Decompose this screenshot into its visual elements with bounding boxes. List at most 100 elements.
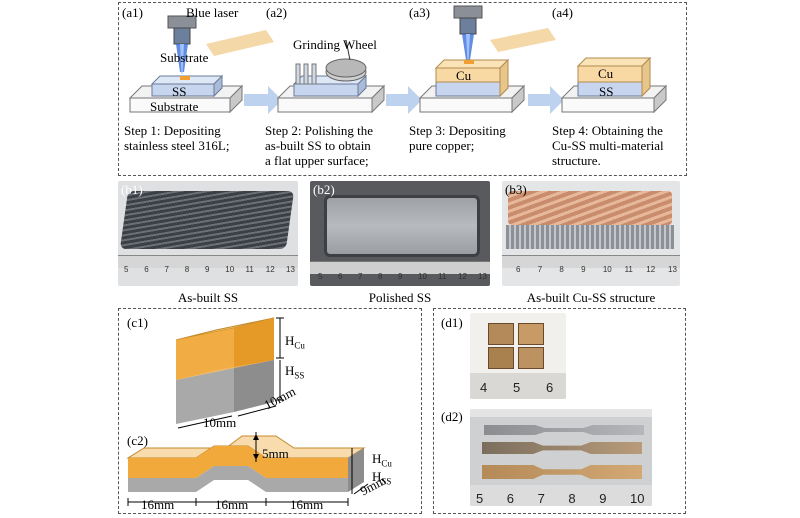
- ruler-number: 7: [358, 272, 363, 281]
- cu-label-4: Cu: [598, 66, 614, 81]
- label-a1: (a1): [122, 5, 143, 20]
- ruler-number: 9: [205, 265, 210, 274]
- h-cu-label-c1: HCu: [285, 333, 305, 351]
- ruler-number: 8: [568, 491, 576, 506]
- ruler-number: 12: [646, 265, 656, 274]
- cube-sample-1: [488, 323, 514, 345]
- ruler-d2-top: [470, 409, 652, 417]
- ruler-number: 5: [318, 272, 323, 281]
- label-b3: (b3): [505, 182, 527, 197]
- cube-diagram-c1: [126, 317, 369, 506]
- label-d2: (d2): [441, 409, 463, 424]
- dim-16mm-1: 16mm: [141, 497, 175, 512]
- label-c2: (c2): [127, 433, 148, 448]
- laser-head-3: [453, 5, 556, 62]
- ruler-number: 10: [630, 491, 645, 506]
- ruler-number: 11: [624, 265, 633, 274]
- dim-10mm-front: 10mm: [203, 415, 237, 430]
- process-schematic: [128, 5, 668, 114]
- substrate-block-1: [128, 74, 244, 114]
- ruler-d1: [470, 373, 566, 399]
- ruler-number: 10: [225, 265, 235, 274]
- ruler-b1: [118, 255, 298, 268]
- photo-b1: [118, 181, 298, 286]
- ruler-number: 5: [476, 491, 484, 506]
- label-a2: (a2): [266, 5, 287, 20]
- ruler-number: 7: [164, 265, 169, 274]
- caption-b1: As-built SS: [177, 290, 239, 305]
- photo-b3: [502, 181, 680, 286]
- ruler-number: 13: [478, 272, 487, 281]
- ruler-d2: [470, 485, 652, 506]
- caption-b3: As-built Cu-SS structure: [526, 290, 656, 305]
- ruler-number: 7: [537, 265, 543, 274]
- dim-16mm-3: 16mm: [290, 497, 324, 512]
- arrow-2: [386, 86, 422, 114]
- label-a3: (a3): [409, 5, 430, 20]
- step-1-text: Step 1: Depositing stainless steel 316L;: [124, 123, 230, 153]
- ruler-number: 9: [599, 491, 607, 506]
- ruler-number: 6: [144, 265, 149, 274]
- cu-ss-result-schematic: [560, 56, 668, 114]
- arrow-3: [528, 86, 564, 114]
- ruler-number: 11: [245, 265, 254, 274]
- ruler-number: 8: [559, 265, 564, 274]
- polishing-schematic: [276, 39, 386, 114]
- label-c1: (c1): [127, 315, 148, 330]
- panel-a-frame: [118, 2, 687, 176]
- dim-5mm: 5mm: [262, 446, 289, 461]
- label-d1: (d1): [441, 315, 463, 330]
- laser-head-1: [167, 15, 197, 74]
- dim-16mm-2: 16mm: [215, 497, 249, 512]
- cube-sample-3: [488, 347, 514, 369]
- ruler-number: 8: [378, 272, 383, 281]
- panel-d-frame: [433, 308, 686, 514]
- ruler-b3: [502, 255, 680, 268]
- step-3-text: Step 3: Depositing pure copper;: [409, 123, 506, 153]
- ruler-number: 4: [480, 380, 488, 395]
- photo-d2: [470, 409, 652, 506]
- ruler-number: 12: [265, 265, 275, 274]
- photo-d1: [470, 313, 566, 399]
- dogbone-3: [482, 465, 642, 479]
- ruler-number: 6: [546, 380, 554, 395]
- substrate-label-top: Substrate: [160, 50, 209, 65]
- ruler-number: 9: [581, 265, 586, 274]
- step-4-text: Step 4: Obtaining the Cu-SS multi-materi…: [552, 123, 664, 168]
- h-ss-label-c2: HSS: [372, 469, 392, 487]
- panel-c-frame: [118, 308, 422, 514]
- dogbone-1: [484, 425, 644, 435]
- ruler-number: 5: [513, 380, 521, 395]
- grinding-wheel-label: Grinding Wheel: [293, 37, 377, 52]
- cube-sample-2: [518, 323, 544, 345]
- ruler-number: 11: [438, 272, 447, 281]
- cu-top-layer-b3: [508, 191, 672, 225]
- caption-b2: Polished SS: [368, 290, 432, 305]
- arrow-1: [244, 86, 282, 114]
- blue-laser-label: Blue laser: [186, 5, 239, 20]
- polished-surface-b2: [324, 195, 480, 257]
- ruler-number: 13: [286, 265, 295, 274]
- ruler-number: 10: [418, 272, 427, 281]
- ruler-number: 6: [338, 272, 343, 281]
- powder-grid-1: [206, 30, 274, 56]
- step-2-text: Step 2: Polishing the as-built SS to obt…: [265, 123, 373, 168]
- ruler-b2: [310, 261, 490, 274]
- label-b1: (b1): [121, 182, 143, 197]
- ss-label-4: SS: [599, 84, 614, 99]
- ruler-number: 12: [458, 272, 467, 281]
- cu-on-ss-schematic: [418, 58, 526, 114]
- cu-label-3: Cu: [456, 68, 472, 83]
- ruler-number: 7: [537, 491, 545, 506]
- substrate-label-bottom: Substrate: [150, 99, 199, 114]
- h-ss-label-c1: HSS: [285, 363, 305, 381]
- cube-sample-4: [518, 347, 544, 369]
- ss-label-1: SS: [172, 84, 187, 99]
- label-a4: (a4): [552, 5, 573, 20]
- ruler-number: 6: [506, 491, 515, 506]
- h-cu-label-c2: HCu: [372, 451, 392, 469]
- ss-bottom-layer-b3: [506, 225, 674, 249]
- photo-b2: [310, 181, 490, 286]
- ruler-number: 5: [124, 265, 129, 274]
